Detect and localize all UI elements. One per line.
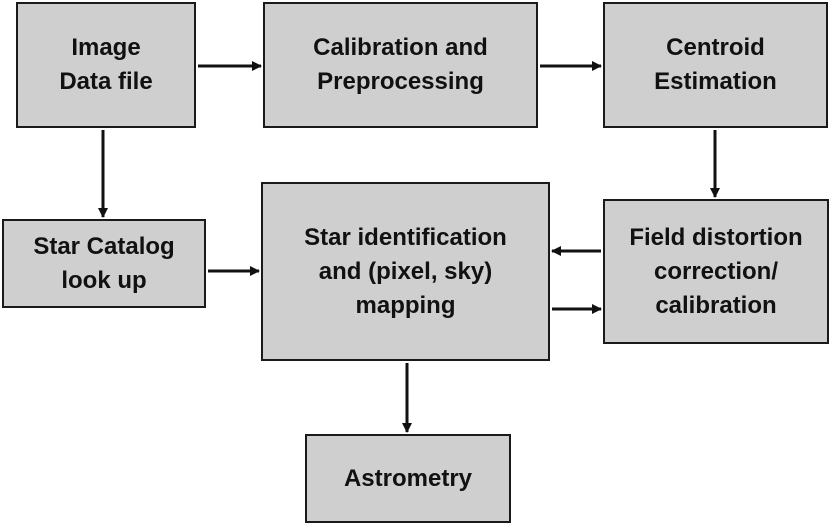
box-label: Centroid Estimation: [654, 34, 777, 95]
box-star-catalog-lookup: Star Catalog look up: [2, 219, 206, 308]
box-calibration-preprocessing: Calibration and Preprocessing: [263, 2, 538, 128]
box-label: Star identification and (pixel, sky) map…: [304, 223, 507, 319]
box-star-identification: Star identification and (pixel, sky) map…: [261, 182, 550, 361]
box-image-data-file: Image Data file: [16, 2, 196, 128]
box-label: Field distortion correction/ calibration: [629, 223, 803, 319]
box-centroid-estimation: Centroid Estimation: [603, 2, 828, 128]
box-label: Image Data file: [59, 34, 153, 95]
box-label: Star Catalog look up: [33, 232, 175, 294]
box-label: Astrometry: [343, 464, 473, 492]
box-astrometry: Astrometry: [305, 434, 511, 523]
box-label: Calibration and Preprocessing: [313, 34, 488, 95]
box-field-distortion: Field distortion correction/ calibration: [603, 199, 829, 344]
